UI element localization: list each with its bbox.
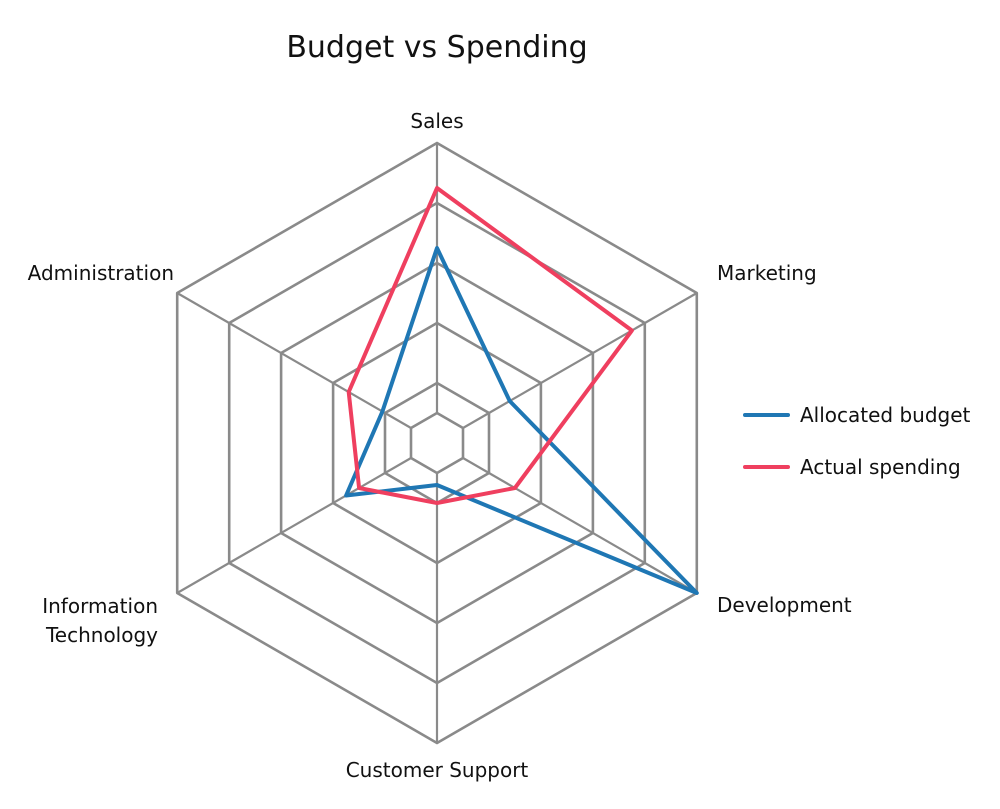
series-group — [344, 186, 699, 595]
legend-label: Actual spending — [800, 455, 961, 479]
axis-label-line: Development — [717, 593, 852, 617]
legend-label: Allocated budget — [800, 403, 971, 427]
axis-label-development: Development — [717, 593, 852, 617]
axis-label-line: Customer Support — [346, 758, 529, 782]
series-line-allocated-budget — [344, 246, 699, 595]
spoke-3 — [462, 457, 698, 594]
chart-title: Budget vs Spending — [286, 30, 587, 65]
axis-label-line: Sales — [410, 109, 463, 133]
axis-label-customer-support: Customer Support — [346, 758, 529, 782]
radar-spokes — [176, 143, 698, 743]
axis-label-sales: Sales — [410, 109, 463, 133]
axis-label-line: Information — [42, 594, 158, 618]
series-line-actual-spending — [346, 186, 634, 505]
axis-label-line: Administration — [28, 261, 174, 285]
spoke-5 — [176, 457, 412, 594]
grid-ring-1 — [409, 411, 465, 475]
axis-label-line: Marketing — [717, 261, 817, 285]
spoke-2 — [462, 292, 698, 429]
axis-label-line: Technology — [45, 623, 158, 647]
axis-label-marketing: Marketing — [717, 261, 817, 285]
axis-label-administration: Administration — [28, 261, 174, 285]
spoke-6 — [176, 292, 412, 429]
